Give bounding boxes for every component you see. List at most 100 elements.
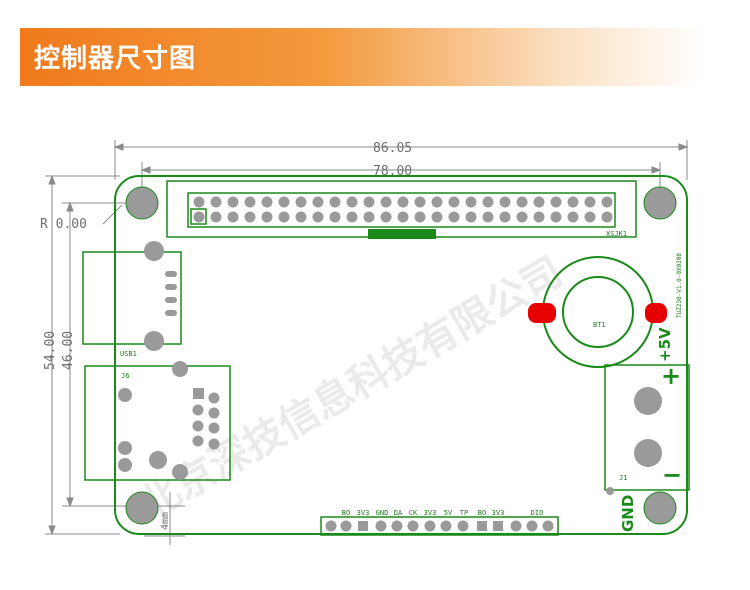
bottom-header-pin xyxy=(391,520,403,532)
label-minus: − xyxy=(662,461,682,489)
bottom-pin-label: BO xyxy=(478,509,486,517)
header-pin xyxy=(465,211,477,223)
bottom-header-pin xyxy=(457,520,469,532)
header-pin xyxy=(465,196,477,208)
bottom-header-pin xyxy=(375,520,387,532)
dim-height-outer: 54.00 xyxy=(43,331,58,370)
header-pin xyxy=(346,211,358,223)
header-pin xyxy=(295,211,307,223)
power-connector xyxy=(604,364,690,495)
bottom-pin-label: DA xyxy=(394,509,403,517)
header-pin xyxy=(414,196,426,208)
header-pin xyxy=(363,211,375,223)
header-pin xyxy=(516,211,528,223)
page-title: 控制器尺寸图 xyxy=(34,44,197,74)
bottom-pin-label: 3V3 xyxy=(424,509,437,517)
header-pin xyxy=(244,211,256,223)
label-xsjk1: XSJK1 xyxy=(606,230,627,238)
label-gnd: GND xyxy=(619,495,637,532)
header-pin xyxy=(533,196,545,208)
bottom-header-pin xyxy=(325,520,337,532)
header-pin xyxy=(584,196,596,208)
header-pin xyxy=(193,196,205,208)
dim-radius: R 0.00 xyxy=(40,217,87,232)
bottom-pin-label: TP xyxy=(460,509,468,517)
bottom-header-pin xyxy=(477,521,487,531)
bottom-pin-label: GND xyxy=(376,509,389,517)
header-banner: 控制器尺寸图 xyxy=(20,28,704,86)
header-pin xyxy=(363,196,375,208)
header-pin xyxy=(278,211,290,223)
label-plus5v: +5V xyxy=(656,327,674,362)
header-pin xyxy=(329,196,341,208)
header-pin xyxy=(295,196,307,208)
header-pin xyxy=(567,211,579,223)
header-pin xyxy=(448,196,460,208)
bottom-pin-label: CK xyxy=(409,509,418,517)
label-j1: J1 xyxy=(619,474,627,482)
mounting-holes xyxy=(125,186,677,525)
header-pin xyxy=(210,196,222,208)
header-pin xyxy=(448,211,460,223)
header-pin xyxy=(380,211,392,223)
bottom-header-pin xyxy=(424,520,436,532)
label-usb1: USB1 xyxy=(120,350,137,358)
dim-height-holes: 46.00 xyxy=(61,331,76,370)
header-pin xyxy=(397,211,409,223)
bottom-pin-label: 5V xyxy=(444,509,453,517)
header-pin xyxy=(227,211,239,223)
header-pin xyxy=(482,196,494,208)
header-pin xyxy=(261,196,273,208)
header-pin xyxy=(210,211,222,223)
bottom-header-pin xyxy=(407,520,419,532)
board-outline xyxy=(114,175,688,535)
bottom-header-pin xyxy=(510,520,522,532)
header-pin xyxy=(227,196,239,208)
header-pin xyxy=(516,196,528,208)
bottom-header-pin xyxy=(526,520,538,532)
header-pin xyxy=(601,211,613,223)
bottom-pin-label: BO xyxy=(342,509,350,517)
header-pin xyxy=(414,211,426,223)
ethernet-connector xyxy=(84,361,231,481)
header-pin xyxy=(244,196,256,208)
header-pin xyxy=(533,211,545,223)
battery-holder xyxy=(528,256,667,368)
usb-connector xyxy=(82,241,182,351)
header-pin xyxy=(431,211,443,223)
label-j6: J6 xyxy=(121,372,129,380)
header-pin xyxy=(278,196,290,208)
gpio-header xyxy=(166,180,637,239)
header-pin xyxy=(261,211,273,223)
header-pin xyxy=(397,196,409,208)
bottom-header-pin xyxy=(493,521,503,531)
dim-width-outer: 86.05 xyxy=(373,141,412,156)
header-pin xyxy=(550,211,562,223)
bottom-header-pin xyxy=(440,520,452,532)
header-pin xyxy=(550,196,562,208)
header-pin xyxy=(312,211,324,223)
header-pin xyxy=(584,211,596,223)
bottom-pin-label: 3V3 xyxy=(492,509,505,517)
header-pin xyxy=(329,211,341,223)
label-bt1: BT1 xyxy=(593,321,606,329)
header-pin xyxy=(193,211,205,223)
header-pin xyxy=(431,196,443,208)
dimension-lines xyxy=(45,140,689,545)
label-model: TUZ230-V1.0-0X0208 xyxy=(676,253,683,318)
header-pin xyxy=(482,211,494,223)
label-plus: + xyxy=(661,362,681,390)
bottom-header-pin xyxy=(340,520,352,532)
dim-offset: 4mm xyxy=(160,512,171,530)
bottom-header: BO 3V3 GND DA CK 3V3 5V TP BO 3V3 DIO xyxy=(320,509,559,536)
header-pin xyxy=(567,196,579,208)
header-pin xyxy=(499,196,511,208)
bottom-header-pin xyxy=(542,520,554,532)
bottom-pin-label: 3V3 xyxy=(357,509,370,517)
header-pin xyxy=(346,196,358,208)
header-pin xyxy=(312,196,324,208)
header-pin xyxy=(499,211,511,223)
bottom-pin-label: DIO xyxy=(531,509,544,517)
header-pin xyxy=(380,196,392,208)
